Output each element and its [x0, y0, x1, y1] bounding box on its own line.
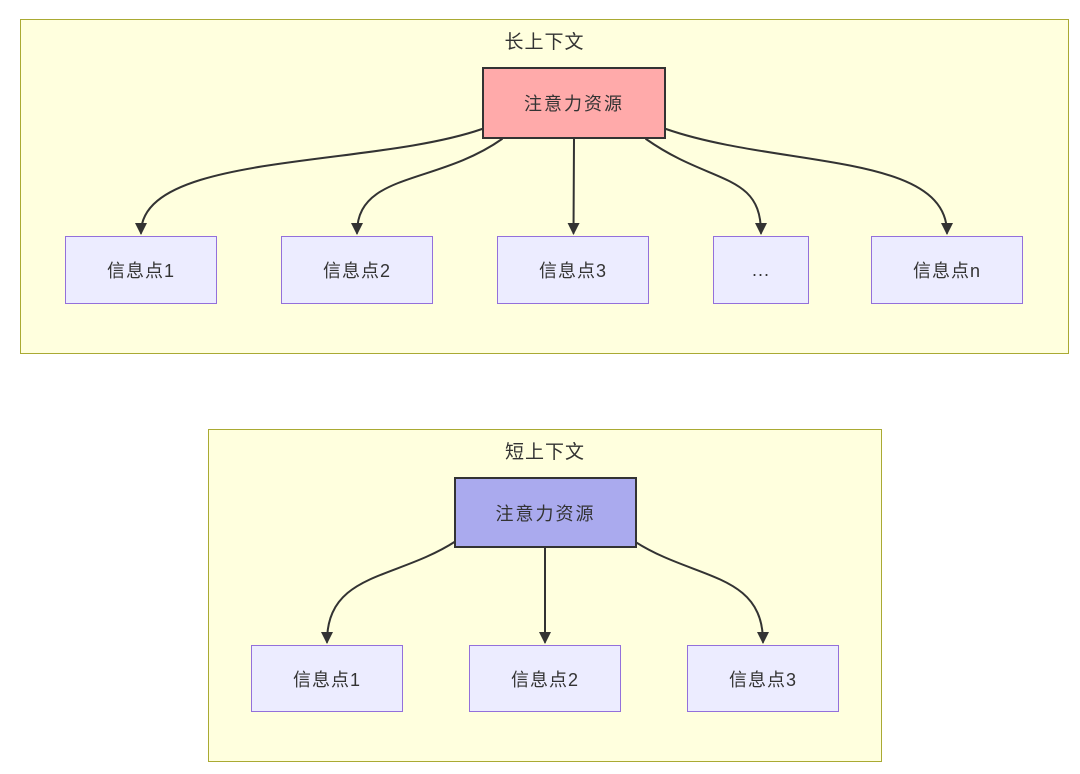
long-info-node-n: 信息点n — [871, 236, 1023, 304]
short-attention-hub-node: 注意力资源 — [454, 477, 637, 548]
short-info-node-3: 信息点3 — [687, 645, 839, 712]
long-info-node-1: 信息点1 — [65, 236, 217, 304]
short-info-node-1: 信息点1 — [251, 645, 403, 712]
long-info-node-3: 信息点3 — [497, 236, 649, 304]
long-info-node-2: 信息点2 — [281, 236, 433, 304]
long-info-node-ellipsis: ... — [713, 236, 809, 304]
short-info-node-2: 信息点2 — [469, 645, 621, 712]
long-context-title: 长上下文 — [504, 32, 585, 53]
long-attention-hub-node: 注意力资源 — [482, 67, 666, 139]
short-context-title: 短上下文 — [504, 442, 585, 463]
